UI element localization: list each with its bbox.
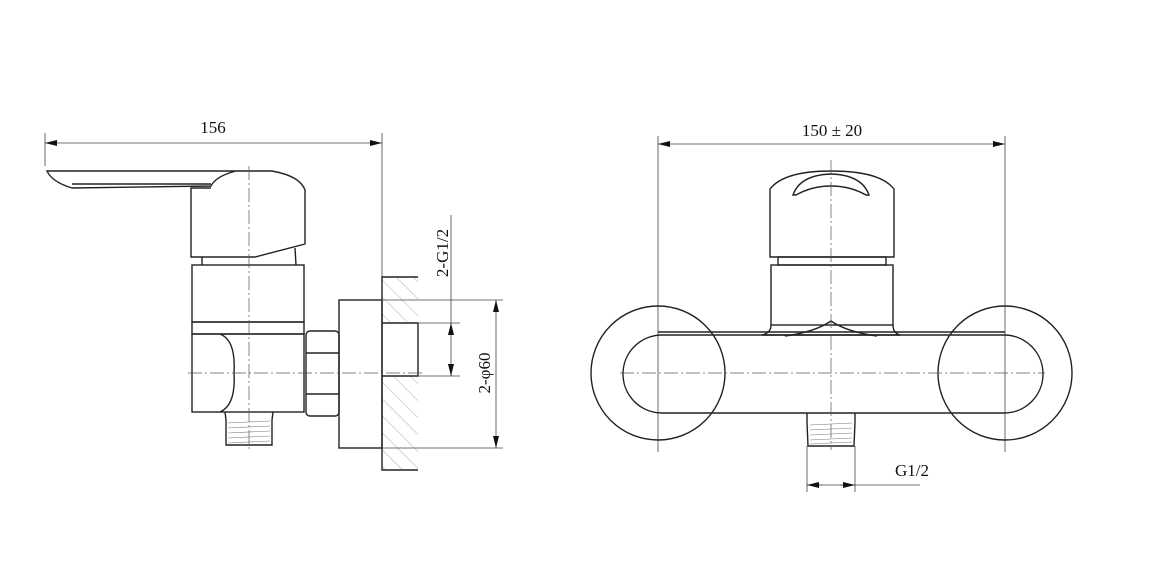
hex-nut (305, 330, 340, 417)
front-view: 150 ± 20 G1/2 (590, 121, 1073, 492)
length-dimension-label: 156 (200, 118, 226, 137)
wall-section (381, 276, 419, 471)
spacing-dimension-label: 150 ± 20 (802, 121, 862, 140)
stem-ring (777, 256, 887, 266)
valve-neck (770, 264, 894, 326)
wall-flange (338, 299, 383, 449)
body-ring (191, 321, 305, 335)
knob (769, 170, 895, 258)
handle-stem (201, 247, 297, 266)
horizontal-body (622, 331, 1044, 414)
neck-base (761, 324, 901, 336)
flange-diameter-label: 2-φ60 (475, 353, 494, 394)
inlet-thread-label: 2-G1/2 (433, 229, 452, 277)
outlet-thread-label: G1/2 (895, 461, 929, 480)
side-view: 156 2 (44, 118, 503, 471)
valve-body-upper (191, 264, 305, 323)
lever-handle (45, 170, 306, 258)
